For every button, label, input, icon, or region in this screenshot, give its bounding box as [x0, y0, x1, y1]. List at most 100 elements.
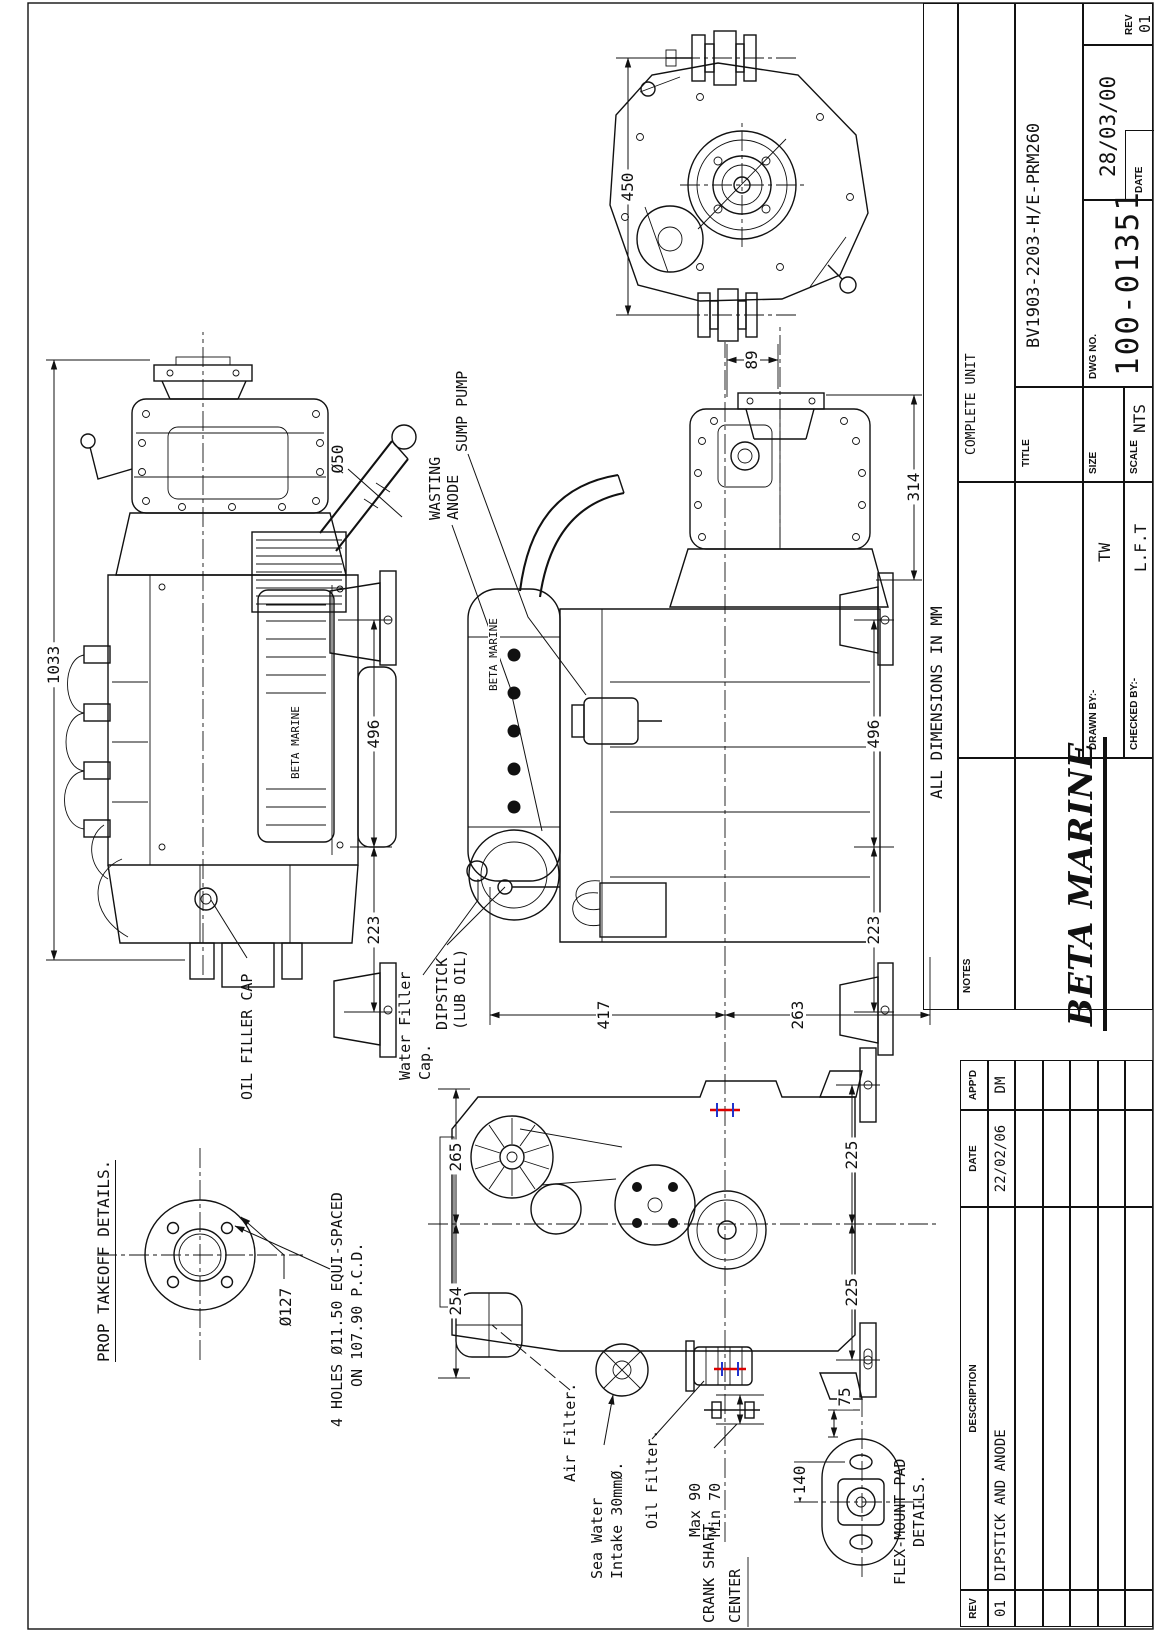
dim-foot-right: 225	[842, 1137, 861, 1173]
checked-by-cell: CHECKED BY:- L.F.T	[1124, 482, 1153, 758]
dim-496-v2: 496	[864, 716, 883, 752]
revision-empty-cell	[1070, 1207, 1098, 1590]
dim-prop-flange-dia: Ø127	[276, 1284, 295, 1330]
beta-marine-logo: BETA MARINE	[1061, 736, 1107, 1032]
label-flex-mount-2: DETAILS.	[910, 1474, 928, 1547]
label-air-filter: Air Filter.	[561, 1382, 579, 1482]
titleblock-top-strip	[923, 3, 958, 1010]
label-dipstick-1: DIPSTICK	[433, 957, 451, 1030]
size-label: SIZE	[1088, 451, 1099, 474]
title-value-cell: BV1903-2203-H/E-PRM260	[1015, 3, 1083, 387]
date-label-box: DATE	[1125, 130, 1154, 200]
label-wasting-anode-2: ANODE	[444, 474, 462, 520]
revision-entry-approved: DM	[987, 1060, 1016, 1110]
checked-by-value: L.F.T	[1131, 523, 1150, 572]
label-four-holes-2: ON 107.90 P.C.D.	[348, 1242, 366, 1388]
date-label: DATE	[1134, 166, 1145, 193]
empty-cell-2	[1015, 482, 1083, 758]
revision-empty-cell	[1042, 1060, 1071, 1110]
revision-empty-cell	[1097, 1110, 1126, 1207]
prop-takeoff-detail	[144, 1199, 331, 1311]
revision-empty-cell	[1097, 1060, 1126, 1110]
drawn-by-label: DRAWN BY:-	[1088, 689, 1099, 750]
notes-label: NOTES	[962, 958, 973, 993]
dim-gearbox-length: 314	[904, 469, 923, 505]
empty-cell-1	[958, 482, 1015, 758]
dim-496-v1: 496	[364, 716, 383, 752]
title-label: TITLE	[1021, 439, 1032, 467]
label-oil-filter: Oil Filter.	[643, 1429, 661, 1529]
scale-cell: SCALE NTS	[1124, 387, 1153, 482]
dim-exhaust-dia: Ø50	[328, 441, 347, 477]
revision-empty-cell	[1042, 1110, 1071, 1207]
revision-empty-cell	[1125, 1590, 1153, 1627]
rev-col-header: REV	[960, 1590, 988, 1627]
revision-entry-rev: 01	[987, 1590, 1016, 1627]
label-four-holes-1: 4 HOLES Ø11.50 EQUI-SPACED	[328, 1192, 346, 1427]
revision-entry-date: 22/02/06	[987, 1110, 1016, 1207]
title-value: BV1903-2203-H/E-PRM260	[1024, 122, 1044, 348]
dim-front-right: 265	[446, 1139, 465, 1175]
sheet-border	[27, 2, 1154, 1630]
label-prop-takeoff-title: PROP TAKEOFF DETAILS.	[94, 1159, 116, 1362]
label-oil-filler-cap: OIL FILLER CAP	[238, 973, 256, 1100]
gearbox-rear-view	[609, 30, 869, 342]
drawn-by-cell: DRAWN BY:- TW	[1083, 482, 1124, 758]
label-dipstick-2: (LUB OIL)	[451, 948, 469, 1030]
revision-empty-cell	[1070, 1110, 1098, 1207]
dwg-no-label: DWG NO.	[1088, 334, 1099, 379]
complete-unit-cell: COMPLETE UNIT	[958, 3, 1015, 482]
label-crank-shaft-2: CENTER	[726, 1568, 744, 1623]
revision-mark-blue-2	[716, 1103, 734, 1117]
dim-pad-edge: 75	[835, 1384, 854, 1410]
dim-gearbox-offset: 89	[742, 347, 761, 373]
approved-col-header: APP'D	[960, 1060, 988, 1110]
label-sea-water-2: Intake 30mmØ.	[608, 1461, 626, 1579]
dwg-no-value: 100-01351	[1110, 190, 1146, 376]
logo-cell: BETA MARINE	[1015, 736, 1153, 1032]
flex-mount-pad-detail	[794, 1409, 901, 1566]
revision-empty-cell	[1125, 1060, 1153, 1110]
checked-by-label: CHECKED BY:-	[1129, 677, 1140, 750]
revision-empty-cell	[1097, 1207, 1126, 1590]
rev-value: 01	[1136, 14, 1154, 33]
scale-value: NTS	[1130, 404, 1149, 433]
revision-empty-cell	[1042, 1207, 1071, 1590]
dim-front-left: 254	[446, 1283, 465, 1319]
revision-table: REV DESCRIPTION DATE APP'D 01 DIPSTICK A…	[960, 1060, 1153, 1627]
label-sump-pump: SUMP PUMP	[453, 370, 471, 452]
scale-label: SCALE	[1129, 440, 1140, 474]
label-water-filler-1: Water Filler	[396, 971, 414, 1080]
title-label-cell: TITLE	[1015, 387, 1083, 482]
dwg-no-cell: DWG NO. 100-01351	[1083, 190, 1153, 387]
description-col-header: DESCRIPTION	[960, 1207, 988, 1590]
engine-brand-plate-v1: BETA MARINE	[289, 704, 302, 781]
revision-empty-cell	[1125, 1207, 1153, 1590]
dimensions-note: ALL DIMENSIONS IN MM	[927, 606, 946, 799]
engine-brand-plate-v2: BETA MARINE	[487, 616, 500, 693]
label-wasting-anode-1: WASTING	[426, 456, 444, 520]
revision-empty-cell	[1070, 1060, 1098, 1110]
size-cell: SIZE	[1083, 387, 1124, 482]
drawn-by-value: TW	[1095, 542, 1114, 562]
dim-foot-left: 225	[842, 1274, 861, 1310]
engine-front-view	[439, 1047, 877, 1419]
engine-side-view-starboard	[466, 392, 894, 1056]
revision-mark-blue	[721, 1362, 739, 1376]
dim-223-v2: 223	[864, 912, 883, 948]
date-col-header: DATE	[960, 1110, 988, 1207]
label-flex-mount-1: FLEX-MOUNT PAD	[891, 1458, 909, 1585]
dim-transom-width: 450	[618, 169, 637, 205]
complete-unit-value: COMPLETE UNIT	[964, 353, 979, 455]
dim-above-crank: 417	[594, 997, 613, 1033]
revision-empty-cell	[1015, 1110, 1043, 1207]
date-cell: 28/03/00 DATE	[1083, 45, 1154, 200]
revision-empty-cell	[1070, 1590, 1098, 1627]
label-water-filler-2: Cap.	[416, 1043, 434, 1080]
dim-223-v1: 223	[364, 912, 383, 948]
notes-cell: NOTES	[958, 758, 1015, 1010]
engine-side-view-port	[64, 356, 417, 1058]
